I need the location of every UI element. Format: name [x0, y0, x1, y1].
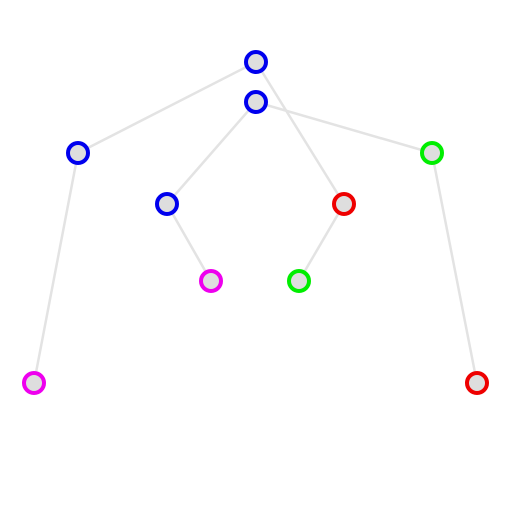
- edge-n5-n7: [165, 202, 213, 283]
- node-n5-blue: [155, 192, 179, 216]
- node-n4-green: [420, 141, 444, 165]
- node-n9-magenta: [22, 371, 46, 395]
- edge-n1-n3: [76, 60, 258, 155]
- edge-n2-n4: [254, 100, 434, 155]
- edge-n2-n5: [165, 100, 258, 206]
- node-n8-green: [287, 269, 311, 293]
- edge-n6-n8: [297, 202, 346, 283]
- node-n6-red: [332, 192, 356, 216]
- edge-n1-n6: [254, 60, 346, 206]
- node-n2-blue: [244, 90, 268, 114]
- node-n3-blue: [66, 141, 90, 165]
- node-layer: [22, 50, 489, 395]
- edge-n3-n9: [32, 151, 80, 385]
- edge-n4-n10: [430, 151, 479, 385]
- node-n7-magenta: [199, 269, 223, 293]
- edge-layer: [32, 60, 479, 385]
- node-n10-red: [465, 371, 489, 395]
- node-n1-blue: [244, 50, 268, 74]
